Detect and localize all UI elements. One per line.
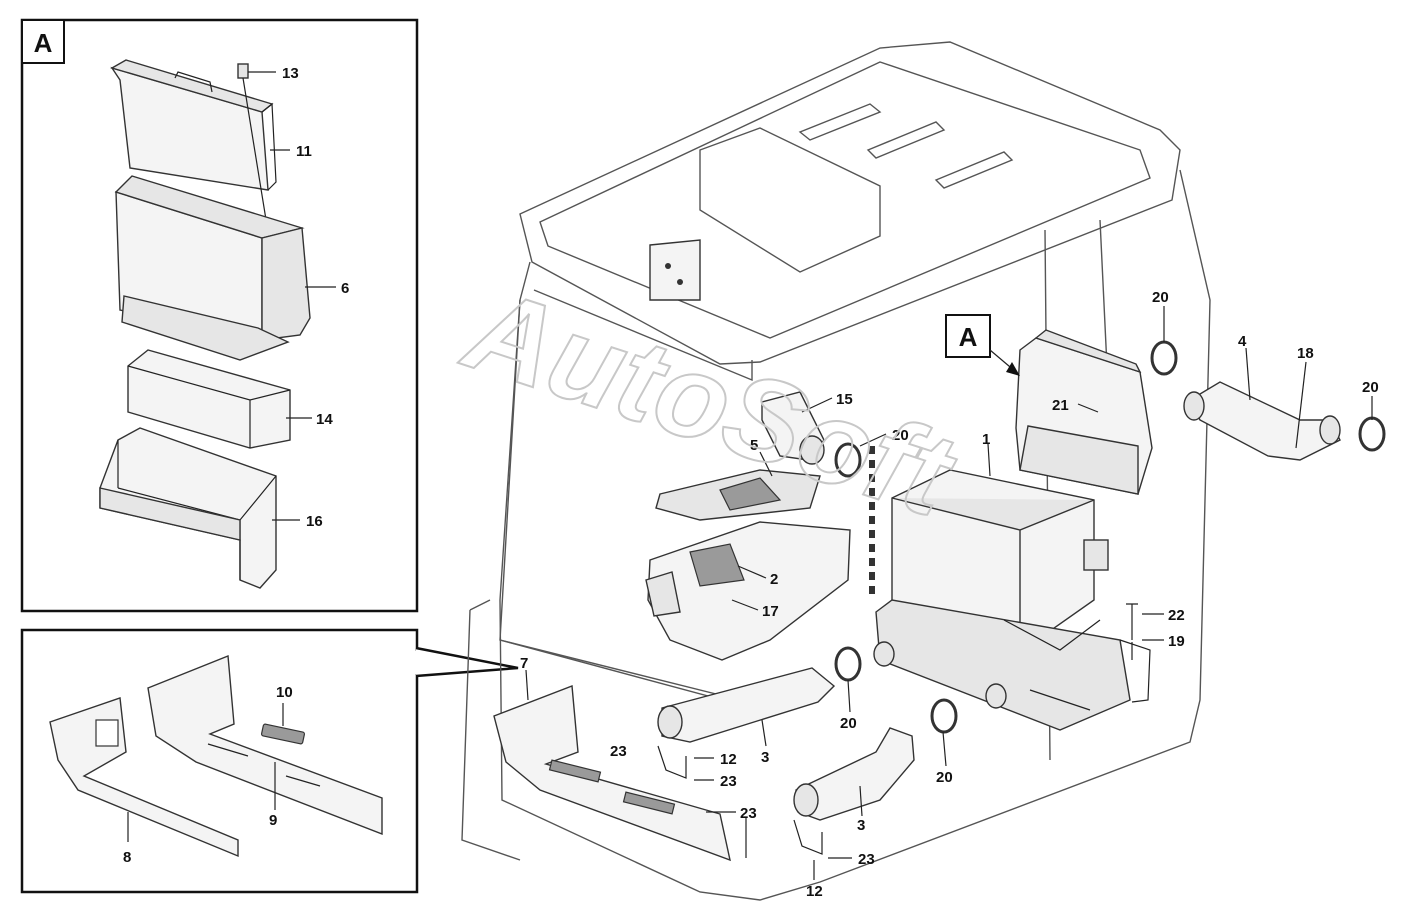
clamp-20-b	[1358, 416, 1386, 452]
clamp-20-d	[834, 646, 862, 682]
part-8-bracket	[49, 697, 239, 858]
callout-20: 20	[1152, 289, 1169, 306]
part-10-plug	[260, 723, 306, 745]
part-6-housing	[114, 175, 311, 361]
part-4-hose	[1183, 381, 1341, 461]
callout-5: 5	[750, 437, 758, 454]
svg-text:A: A	[959, 322, 978, 352]
callout-12: 12	[806, 883, 823, 900]
part-14-filter	[127, 349, 291, 449]
clamp-20-a	[1150, 340, 1178, 376]
part-16-duct	[99, 427, 277, 589]
callout-20: 20	[1362, 379, 1379, 396]
callout-9: 9	[269, 812, 277, 829]
part-17-blower	[645, 521, 851, 661]
callout-23: 23	[720, 773, 737, 790]
part-11-cover	[110, 59, 277, 191]
callout-20: 20	[840, 715, 857, 732]
cab-assembly	[461, 41, 1386, 901]
detail-a-marker: A	[34, 28, 53, 58]
callout-8: 8	[123, 849, 131, 866]
part-3-hose-upper	[657, 667, 836, 743]
callout-11: 11	[296, 143, 312, 160]
clamp-20-c	[834, 442, 862, 478]
callout-4: 4	[1238, 333, 1247, 350]
callout-23: 23	[610, 743, 627, 760]
callout-3: 3	[857, 817, 865, 834]
callout-17: 17	[762, 603, 779, 620]
callout-18: 18	[1297, 345, 1314, 362]
part-13-rod	[237, 63, 269, 233]
callout-14: 14	[316, 411, 333, 428]
callout-19: 19	[1168, 633, 1185, 650]
detail-panel-b: 10 9 8	[20, 628, 519, 894]
callout-15: 15	[836, 391, 853, 408]
callout-7: 7	[520, 655, 528, 672]
callout-20: 20	[936, 769, 953, 786]
callout-6: 6	[341, 280, 349, 297]
callout-3: 3	[761, 749, 769, 766]
callout-13: 13	[282, 65, 299, 82]
clamp-20-e	[930, 698, 958, 734]
callout-labels: 20 4 18 20 15 20 5 21 1 2 17 22 19 7 20 …	[520, 289, 1379, 900]
leader-lines	[525, 306, 1373, 880]
part-7-duct	[493, 685, 731, 862]
part-3-hose-lower	[793, 727, 915, 821]
detail-panel-a: A	[20, 18, 419, 613]
callout-12: 12	[720, 751, 737, 768]
part-5-mount	[655, 469, 821, 521]
callout-23: 23	[740, 805, 757, 822]
callout-16: 16	[306, 513, 323, 530]
part-21-duct	[1015, 329, 1153, 495]
callout-10: 10	[276, 684, 293, 701]
callout-21: 21	[1052, 397, 1069, 414]
part-9-plate	[147, 655, 383, 836]
callout-22: 22	[1168, 607, 1185, 624]
callout-20: 20	[892, 427, 909, 444]
callout-1: 1	[982, 431, 990, 448]
main-marker-a: A	[945, 314, 1020, 376]
callout-23: 23	[858, 851, 875, 868]
callout-2: 2	[770, 571, 778, 588]
part-1-heater-unit	[873, 469, 1151, 731]
